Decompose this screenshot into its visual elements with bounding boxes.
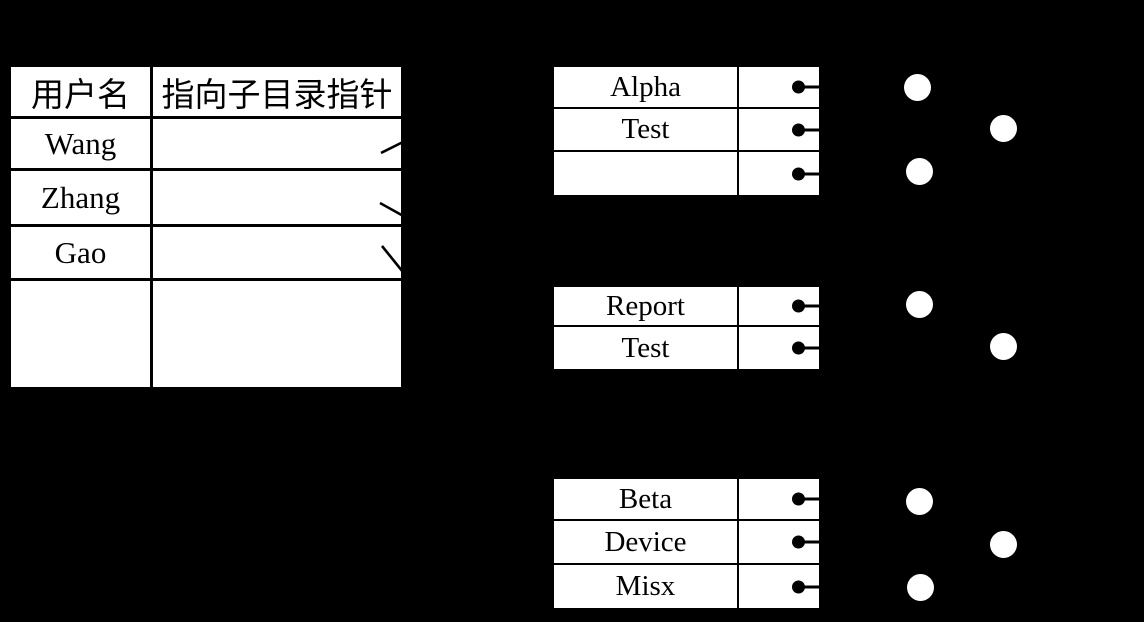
pointer-dot-icon bbox=[792, 299, 805, 313]
pointer-tail-line bbox=[799, 85, 820, 89]
pointer-tail-line bbox=[799, 497, 820, 501]
pointer-dot-icon bbox=[792, 535, 805, 549]
master-header-pointer: 指向子目录指针 bbox=[153, 67, 401, 119]
file-circle bbox=[907, 574, 934, 601]
master-row-user: Zhang bbox=[11, 171, 153, 227]
subdir-entry-name: Test bbox=[554, 109, 739, 152]
pointer-tail-line bbox=[799, 304, 820, 308]
file-circle bbox=[904, 74, 931, 101]
subdirectory-table-2: Report Test bbox=[552, 285, 821, 371]
subdir-pointer-cell bbox=[739, 67, 820, 109]
file-circle bbox=[990, 531, 1017, 558]
subdirectory-table-1: Alpha Test bbox=[552, 65, 821, 197]
pointer-dot-icon bbox=[792, 580, 805, 593]
pointer-dot-icon bbox=[792, 123, 805, 136]
file-circle bbox=[906, 291, 933, 318]
master-directory-table: 用户名 指向子目录指针 Wang Zhang Gao bbox=[8, 64, 404, 390]
pointer-dot-icon bbox=[792, 80, 805, 94]
master-row-user: Wang bbox=[11, 119, 153, 171]
pointer-dot-icon bbox=[792, 341, 805, 355]
master-row-pointer-cell bbox=[153, 171, 401, 227]
file-circle bbox=[990, 333, 1017, 360]
master-row-pointer-cell bbox=[153, 119, 401, 171]
subdir-entry-name: Device bbox=[554, 521, 739, 565]
master-row-user bbox=[11, 281, 153, 387]
subdir-pointer-cell bbox=[739, 565, 820, 608]
master-row-pointer-cell bbox=[153, 281, 401, 387]
file-circle bbox=[906, 158, 933, 185]
file-circle bbox=[990, 115, 1017, 142]
pointer-tail-line bbox=[799, 585, 820, 588]
subdirectory-table-3: Beta Device Misx bbox=[552, 477, 821, 610]
subdir-pointer-cell bbox=[739, 287, 820, 327]
subdir-entry-name: Alpha bbox=[554, 67, 739, 109]
file-circle bbox=[906, 488, 933, 515]
subdir-pointer-cell bbox=[739, 327, 820, 369]
subdir-entry-name: Report bbox=[554, 287, 739, 327]
subdir-entry-name: Test bbox=[554, 327, 739, 369]
subdir-pointer-cell bbox=[739, 152, 820, 195]
subdir-entry-name bbox=[554, 152, 739, 195]
pointer-dot-icon bbox=[792, 167, 805, 180]
subdir-entry-name: Misx bbox=[554, 565, 739, 608]
subdir-pointer-cell bbox=[739, 109, 820, 152]
subdir-pointer-cell bbox=[739, 521, 820, 565]
master-row-user: Gao bbox=[11, 227, 153, 281]
pointer-tail-line bbox=[799, 128, 820, 131]
pointer-dot-icon bbox=[792, 492, 805, 506]
master-row-pointer-cell bbox=[153, 227, 401, 281]
pointer-tail-line bbox=[799, 540, 820, 544]
pointer-tail-line bbox=[799, 172, 820, 175]
master-header-user: 用户名 bbox=[11, 67, 153, 119]
subdir-pointer-cell bbox=[739, 479, 820, 521]
pointer-tail-line bbox=[799, 346, 820, 350]
subdir-entry-name: Beta bbox=[554, 479, 739, 521]
